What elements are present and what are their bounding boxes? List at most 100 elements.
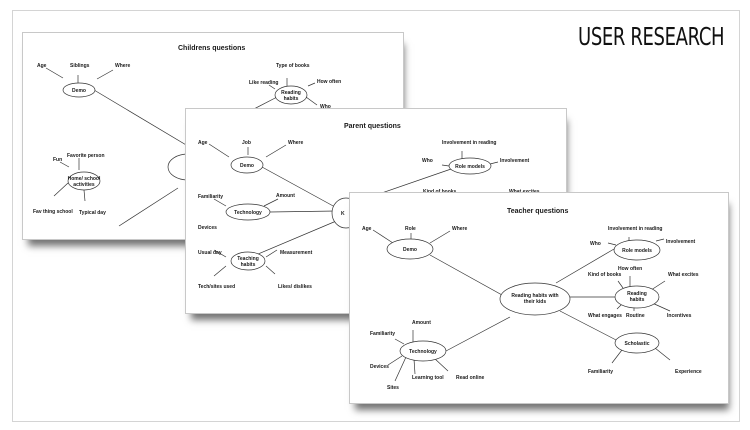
edge	[607, 242, 617, 246]
edge	[489, 161, 499, 165]
node-center	[499, 282, 571, 316]
label-involvement-in-reading: Involvement in reading	[442, 140, 496, 146]
teacher-mindmap: Teacher questions Reading habit	[362, 208, 702, 391]
label-amount: Amount	[276, 193, 295, 199]
node-teaching-habits	[230, 251, 266, 271]
edge	[305, 96, 318, 106]
node-demo	[386, 238, 434, 260]
edge	[394, 338, 405, 345]
edge	[261, 166, 347, 214]
edge	[559, 310, 621, 343]
edge	[265, 249, 278, 258]
teacher-questions-sheet: Teacher questions Reading habit	[349, 192, 729, 404]
edge	[45, 67, 64, 79]
edge	[441, 164, 450, 167]
node-demo-label: Demo	[72, 88, 86, 94]
node-home-school-label-1: Home/ school	[68, 176, 101, 182]
node-scholastic-label: Scholastic	[624, 341, 649, 347]
label-who: Who	[590, 241, 601, 247]
edge	[53, 182, 69, 197]
label-how-often: How often	[618, 266, 642, 272]
edge	[269, 210, 337, 213]
node-center-label-1: Reading habits with	[511, 293, 558, 299]
edge	[429, 230, 451, 244]
node-role-models	[613, 239, 661, 261]
node-home-school-label-2: activities	[73, 182, 95, 188]
label-amount: Amount	[412, 320, 431, 326]
node-reading-habits-label-1: Reading	[627, 291, 647, 297]
edge	[59, 161, 70, 168]
label-involvement-in-reading: Involvement in reading	[608, 226, 662, 232]
node-demo-label: Demo	[403, 247, 417, 253]
edge	[96, 69, 114, 80]
label-familiarity-scholastic: Familiarity	[588, 369, 613, 375]
label-typical-day: Typical day	[79, 210, 106, 216]
label-what-engages: What engages	[588, 313, 622, 319]
node-scholastic	[614, 332, 660, 354]
node-teaching-habits-label-1: Teaching	[237, 256, 259, 262]
label-job: Job	[242, 140, 251, 146]
node-reading-habits-label-2: habits	[630, 297, 645, 303]
node-role-models	[448, 157, 492, 175]
edge	[445, 316, 511, 352]
label-devices: Devices	[198, 225, 217, 231]
label-who: Who	[320, 104, 331, 110]
edge	[268, 84, 276, 90]
edge	[555, 248, 615, 284]
label-familiarity: Familiarity	[198, 194, 223, 200]
node-home-school	[67, 171, 101, 191]
label-measurement: Measurement	[280, 250, 313, 256]
edge	[394, 356, 407, 382]
label-learning-tool: Learning tool	[412, 375, 444, 381]
edge	[213, 249, 227, 258]
node-technology	[399, 340, 447, 362]
label-fav-thing-school: Fav thing school	[33, 209, 73, 215]
label-who: Who	[422, 158, 433, 164]
label-type-of-books: Type of books	[276, 63, 310, 69]
edge	[118, 187, 179, 227]
label-likes-dislikes: Likes/ dislikes	[278, 284, 312, 290]
edge	[250, 218, 342, 258]
label-age: Age	[198, 140, 208, 146]
edge	[387, 355, 403, 366]
node-reading-habits	[274, 85, 308, 105]
node-technology-label: Technology	[234, 210, 262, 216]
edge	[413, 358, 416, 375]
label-experience: Experience	[675, 369, 702, 375]
edge	[263, 198, 279, 207]
label-involvement: Involvement	[500, 158, 530, 164]
label-familiarity-tech: Familiarity	[370, 331, 395, 337]
node-reading-habits	[614, 285, 660, 309]
node-technology	[225, 203, 271, 221]
label-sites: Sites	[387, 385, 399, 391]
edge	[208, 143, 230, 158]
edge	[433, 357, 449, 372]
sheet-title: Teacher questions	[507, 208, 568, 215]
label-where: Where	[288, 140, 304, 146]
label-devices: Devices	[370, 364, 389, 370]
edge	[213, 198, 227, 207]
label-role: Role	[405, 226, 416, 232]
node-reading-habits-label-2: habits	[284, 96, 299, 102]
label-where: Where	[452, 226, 468, 232]
edge	[307, 82, 316, 87]
edge	[265, 144, 287, 158]
page-title: USER RESEARCH	[578, 22, 725, 51]
node-role-models-label: Role models	[622, 248, 652, 254]
node-reading-habits-label-1: Reading	[281, 90, 301, 96]
edge	[265, 265, 276, 275]
label-age: Age	[37, 63, 47, 69]
node-demo-label: Demo	[240, 163, 254, 169]
node-center-label-2: their kids	[524, 299, 546, 305]
label-how-often: How often	[317, 79, 341, 85]
center-node-label-partial: K	[341, 211, 345, 217]
label-fun: Fun	[53, 157, 62, 163]
label-what-excites: What excites	[668, 272, 699, 278]
label-usual-day: Usual day	[198, 250, 222, 256]
label-read-online: Read online	[456, 375, 485, 381]
label-involvement: Involvement	[666, 239, 696, 245]
node-demo	[62, 82, 96, 98]
label-kind-of-books: Kind of books	[588, 272, 622, 278]
sheet-title: Parent questions	[344, 123, 401, 130]
label-age: Age	[362, 226, 372, 232]
